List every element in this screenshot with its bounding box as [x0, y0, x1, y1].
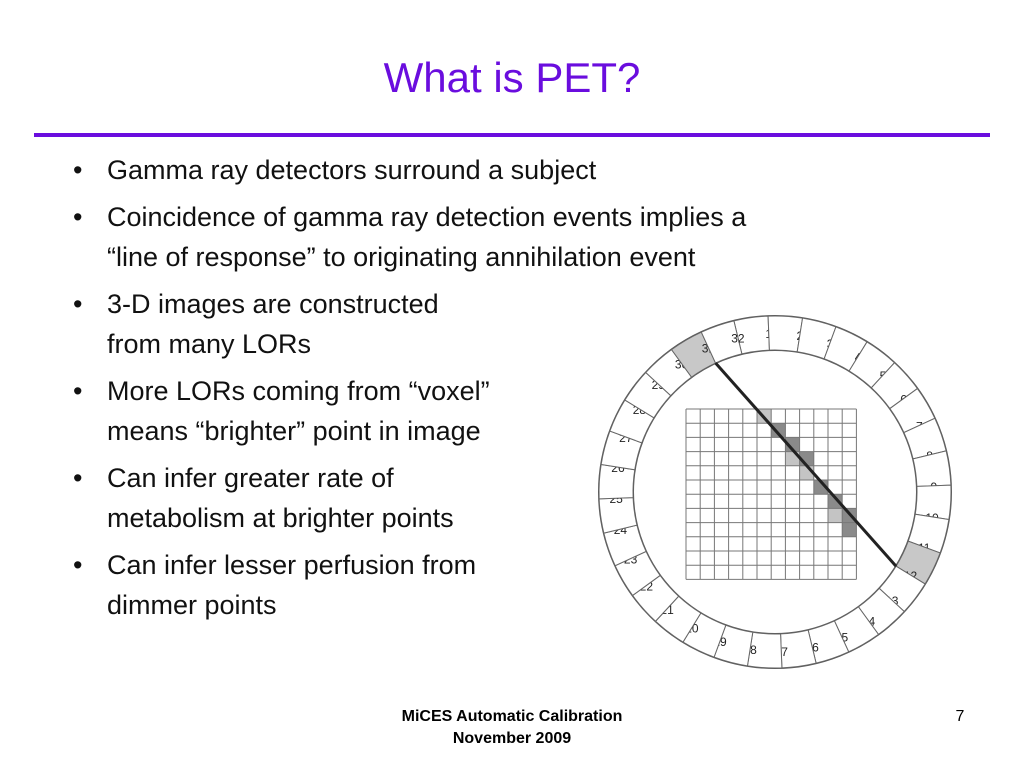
bullet-text-continued: dimmer points	[107, 590, 277, 620]
bullet-text: Can infer greater rate of	[107, 463, 394, 493]
bullet-item: 3-D images are constructed from many LOR…	[70, 284, 930, 364]
bullet-text: More LORs coming from “voxel”	[107, 376, 490, 406]
shaded-voxel	[771, 423, 786, 438]
bullet-item: Coincidence of gamma ray detection event…	[70, 197, 930, 277]
ring-inner	[632, 349, 918, 635]
bullet-text: 3-D images are constructed	[107, 289, 439, 319]
pet-detector-ring-diagram: 1234567891011121314151617181920212223242…	[589, 306, 961, 678]
bullet-text-continued: means “brighter” point in image	[107, 416, 481, 446]
detector-label-32: 32	[731, 331, 745, 345]
bullet-text: Can infer lesser perfusion from	[107, 550, 477, 580]
detector-segment-32	[700, 320, 743, 364]
slide-title: What is PET?	[383, 54, 641, 101]
bullet-list: Gamma ray detectors surround a subject C…	[70, 150, 930, 632]
shaded-voxel	[828, 494, 843, 509]
bullet-item: More LORs coming from “voxel” means “bri…	[70, 371, 930, 451]
shaded-voxel	[785, 437, 800, 452]
shaded-voxel	[842, 522, 857, 537]
title-divider	[34, 133, 990, 137]
bullet-text-continued: “line of response” to originating annihi…	[107, 242, 696, 272]
bullet-text: Gamma ray detectors surround a subject	[107, 155, 597, 185]
bullet-item: Can infer greater rate of metabolism at …	[70, 458, 930, 538]
footer-title: MiCES Automatic Calibration	[401, 708, 623, 725]
footer-date: November 2009	[452, 730, 572, 747]
bullet-text-continued: from many LORs	[107, 329, 312, 359]
bullet-text: Coincidence of gamma ray detection event…	[107, 202, 747, 232]
bullet-item: Can infer lesser perfusion from dimmer p…	[70, 545, 930, 625]
bullet-item: Gamma ray detectors surround a subject	[70, 150, 930, 190]
detector-ring-svg: 1234567891011121314151617181920212223242…	[598, 315, 952, 669]
bullet-text-continued: metabolism at brighter points	[107, 503, 454, 533]
footer: MiCES Automatic Calibration November 200…	[0, 706, 1024, 750]
line-of-response	[714, 362, 898, 568]
page-number: 7	[955, 708, 965, 725]
shaded-voxel	[828, 508, 843, 523]
